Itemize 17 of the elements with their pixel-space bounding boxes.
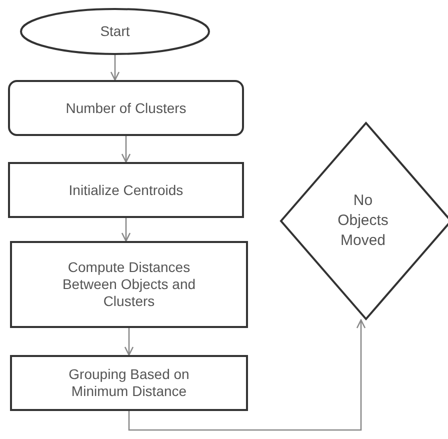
node-label: Grouping Based on Minimum Distance — [68, 366, 190, 400]
process-box — [10, 241, 248, 328]
arrow — [128, 319, 366, 431]
node-label: Start — [99, 23, 131, 40]
arrow — [110, 55, 120, 81]
process-box — [10, 355, 248, 411]
node-label: No Objects Moved — [336, 190, 390, 252]
terminator-ellipse — [20, 8, 210, 55]
process-box — [8, 80, 244, 136]
node-label: Number of Clusters — [64, 100, 188, 116]
arrow — [121, 218, 131, 242]
node-label: Initialize Centroids — [68, 182, 184, 198]
node-label: Compute Distances Between Objects and Clusters — [61, 259, 197, 310]
arrow — [121, 136, 131, 163]
process-box — [8, 162, 244, 218]
arrow — [124, 328, 134, 356]
decision-diamond — [280, 122, 448, 320]
